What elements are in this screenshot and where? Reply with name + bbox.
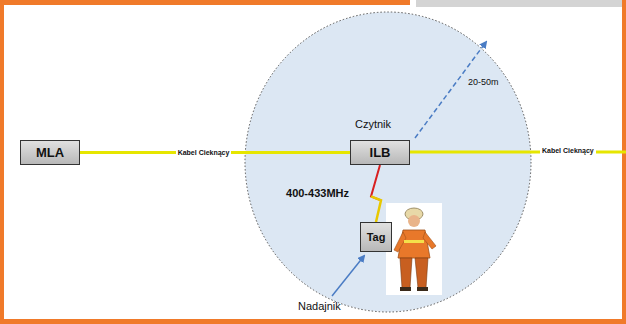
pointer-arrow bbox=[332, 256, 364, 296]
text-label: Kabel Cieknący bbox=[540, 147, 596, 155]
edge-label: Kabel Cieknący bbox=[176, 149, 232, 157]
device-box: ILB bbox=[350, 140, 410, 165]
device-box: MLA bbox=[20, 140, 80, 165]
range-arrow bbox=[415, 42, 486, 138]
range-circle bbox=[245, 12, 531, 312]
device-box: Tag bbox=[360, 222, 392, 252]
device-label: Tag bbox=[367, 231, 386, 243]
frame-top bbox=[0, 0, 410, 5]
radio-link bbox=[371, 165, 381, 222]
device-label: MLA bbox=[36, 145, 64, 160]
text-label: Nadajnik bbox=[298, 300, 341, 312]
text-label: Czytnik bbox=[355, 118, 391, 130]
frame-bottom bbox=[0, 319, 626, 324]
frame-left bbox=[0, 0, 4, 324]
text-label: 20-50m bbox=[468, 78, 499, 88]
worker-figure bbox=[386, 203, 442, 295]
frame-top-grey bbox=[416, 0, 626, 7]
frame-right bbox=[622, 0, 626, 324]
edge-label: 400-433MHz bbox=[286, 187, 349, 199]
device-label: ILB bbox=[370, 145, 391, 160]
